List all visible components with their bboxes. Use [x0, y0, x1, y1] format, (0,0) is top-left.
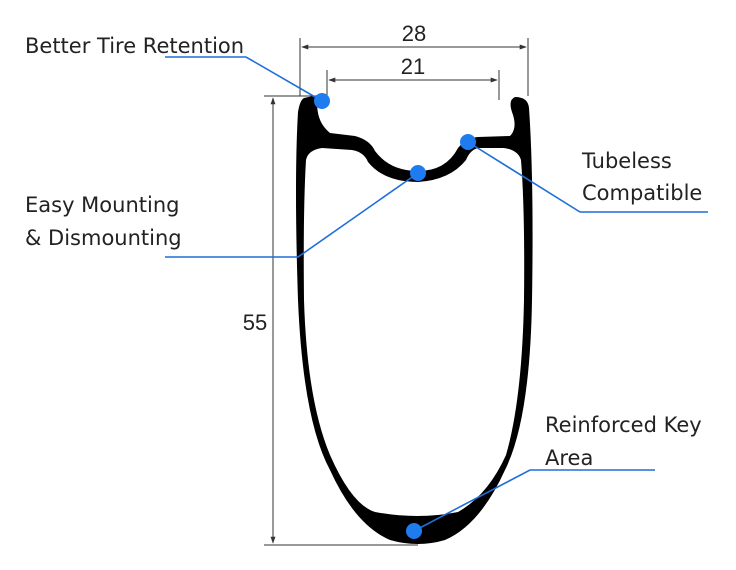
dimension-21: 21	[326, 54, 500, 100]
callout-label-line2: & Dismounting	[25, 226, 182, 250]
callout-label-line1: Reinforced Key	[545, 413, 702, 437]
callout-label-line2: Area	[545, 446, 593, 470]
marker-dot	[460, 134, 476, 150]
callout-better-tire-retention: Better Tire Retention	[25, 34, 330, 109]
height-label: 55	[243, 310, 267, 335]
callout-easy-mounting: Easy Mounting & Dismounting	[25, 165, 426, 258]
callout-label-line1: Easy Mounting	[25, 193, 179, 217]
outer-width-label: 28	[402, 21, 426, 46]
leader-line	[165, 56, 323, 102]
callout-label-line2: Compatible	[582, 181, 702, 205]
marker-dot	[410, 165, 426, 181]
leader-line	[165, 172, 419, 258]
inner-width-label: 21	[401, 54, 425, 79]
marker-dot	[406, 523, 422, 539]
callout-reinforced-key-area: Reinforced Key Area	[406, 413, 702, 539]
leader-line	[413, 469, 655, 532]
dimension-55: 55	[243, 95, 418, 546]
rim-body	[296, 95, 533, 544]
rim-cross-section	[296, 95, 533, 544]
dimension-28: 28	[299, 21, 529, 96]
leader-line	[467, 141, 708, 213]
callout-label-line1: Tubeless	[581, 149, 672, 173]
marker-dot	[314, 93, 330, 109]
callout-label: Better Tire Retention	[25, 34, 244, 58]
callout-tubeless-compatible: Tubeless Compatible	[460, 134, 708, 213]
